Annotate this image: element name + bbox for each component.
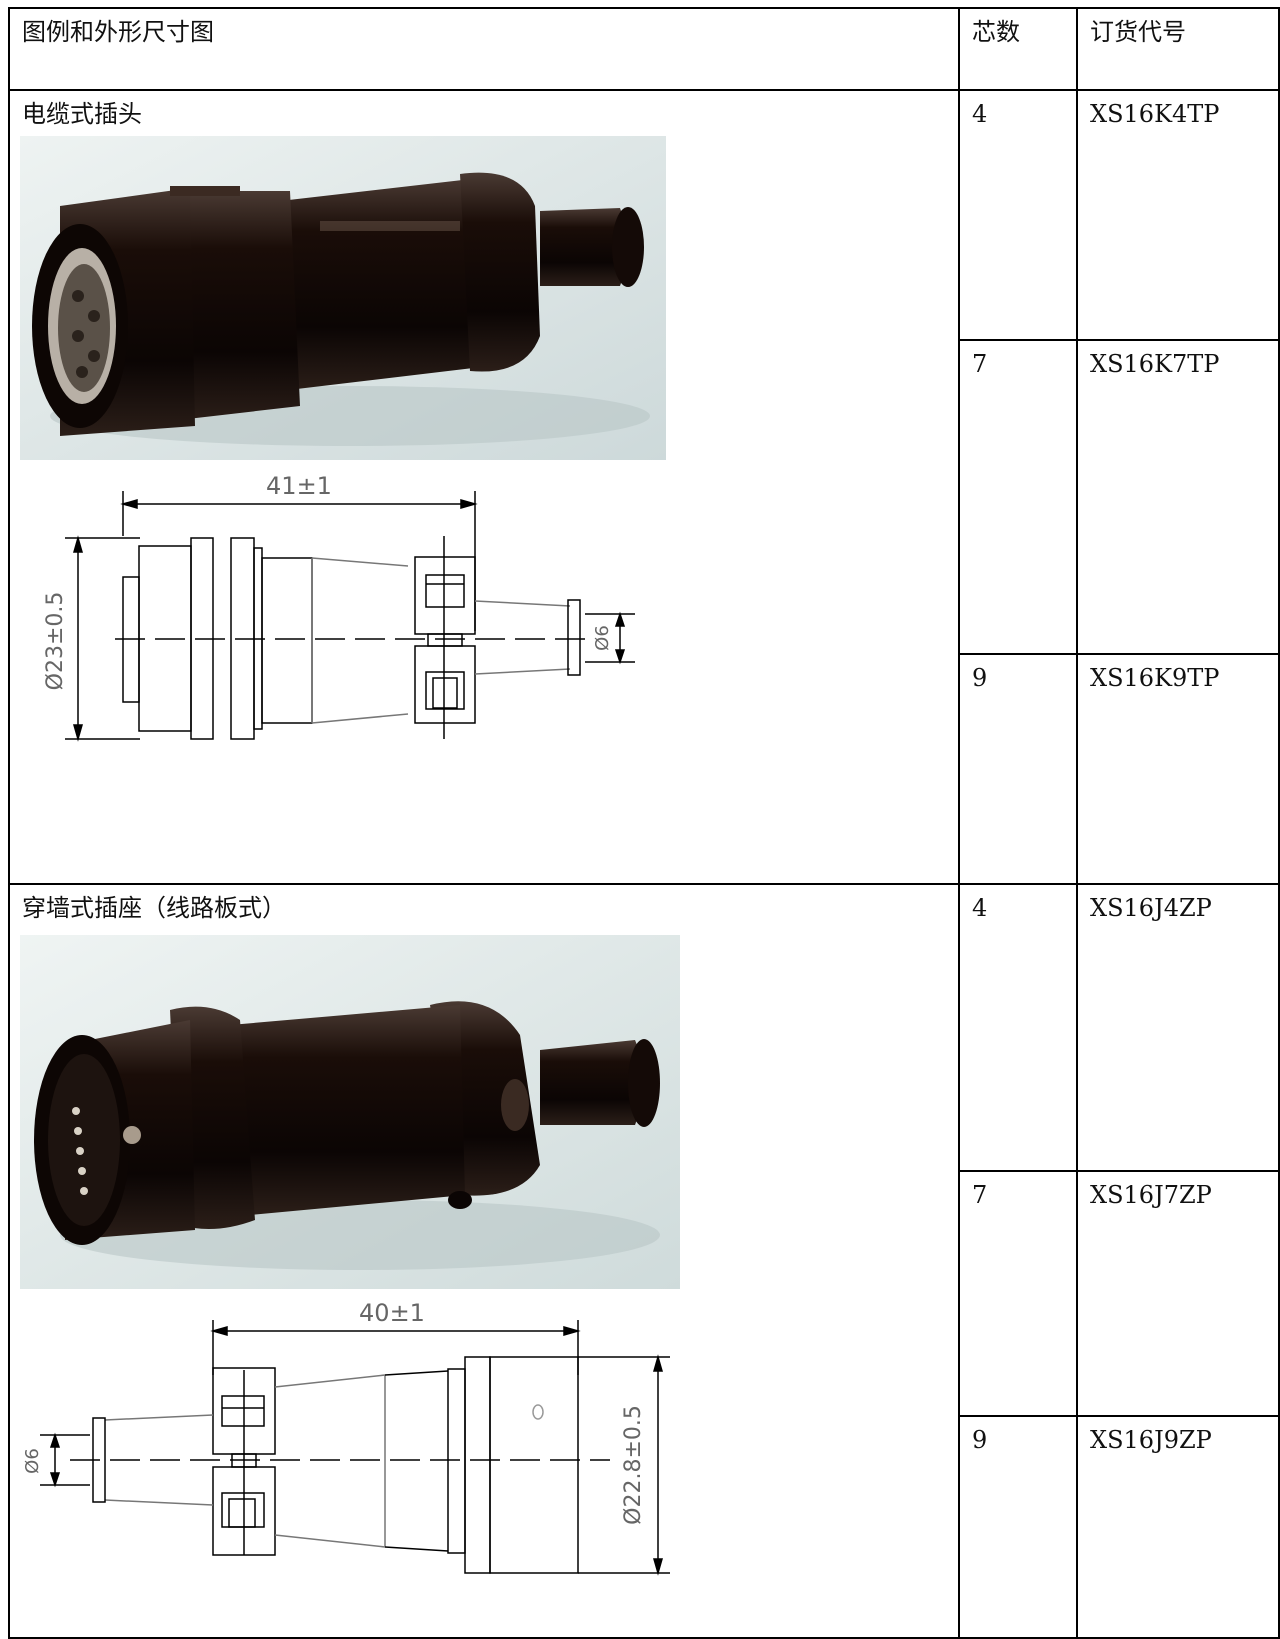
- header-cell-illustration: 图例和外形尺寸图: [8, 7, 960, 91]
- cores-cell: 7: [958, 339, 1078, 655]
- cores-value: 7: [972, 350, 988, 378]
- cable-plug-length-label: 41±1: [266, 472, 332, 500]
- table-row: 7 XS16J7ZP: [9, 1170, 1280, 1417]
- code-cell: XS16K9TP: [1076, 653, 1280, 885]
- cores-value: 7: [972, 1181, 988, 1209]
- cores-cell: 7: [958, 1170, 1078, 1417]
- code-cell: XS16K4TP: [1076, 89, 1280, 341]
- cores-value: 4: [972, 100, 988, 128]
- cores-value: 9: [972, 1426, 988, 1454]
- table-row: 9 XS16K9TP: [9, 653, 1280, 885]
- section-cell-cable-plug: 电缆式插头: [8, 89, 960, 885]
- header-cell-code: 订货代号: [1076, 7, 1280, 91]
- cores-value: 9: [972, 664, 988, 692]
- cable-plug-body-diameter-label: Ø23±0.5: [43, 592, 68, 691]
- table-row: 电缆式插头: [8, 89, 1280, 885]
- table-row: 7 XS16K7TP: [9, 339, 1280, 655]
- section-cell-wall-socket: 穿墙式插座（线路板式）: [8, 883, 960, 1639]
- product-table: 图例和外形尺寸图 芯数 订货代号 电缆式插头: [8, 7, 1280, 1639]
- section-title: 电缆式插头: [22, 100, 142, 128]
- cores-cell: 9: [958, 653, 1078, 885]
- code-cell: XS16J4ZP: [1076, 883, 1280, 1172]
- cable-plug-photo: [20, 136, 666, 460]
- order-code: XS16K7TP: [1090, 350, 1220, 378]
- wall-socket-photo: [20, 935, 680, 1289]
- header-code-label: 订货代号: [1090, 18, 1186, 46]
- cores-cell: 4: [958, 89, 1078, 341]
- wall-socket-length-label: 40±1: [359, 1299, 425, 1327]
- section-title: 穿墙式插座（线路板式）: [22, 894, 286, 922]
- cable-plug-tail-diameter-label: Ø6: [592, 625, 613, 651]
- order-code: XS16J7ZP: [1090, 1181, 1212, 1209]
- table-row: 穿墙式插座（线路板式）: [8, 883, 1280, 1639]
- header-cell-cores: 芯数: [958, 7, 1078, 91]
- header-cores-label: 芯数: [972, 18, 1020, 46]
- cores-value: 4: [972, 894, 988, 922]
- order-code: XS16K9TP: [1090, 664, 1220, 692]
- code-cell: XS16J7ZP: [1076, 1170, 1280, 1417]
- header-illustration-label: 图例和外形尺寸图: [22, 18, 214, 46]
- order-code: XS16J4ZP: [1090, 894, 1212, 922]
- cable-plug-dimension-drawing: 41±1 Ø23±0.5 Ø6: [43, 472, 635, 742]
- cores-cell: 4: [958, 883, 1078, 1172]
- wall-socket-tail-diameter-label: Ø6: [22, 1448, 43, 1474]
- code-cell: XS16J9ZP: [1076, 1415, 1280, 1639]
- table-row: 9 XS16J9ZP: [9, 1415, 1280, 1639]
- order-code: XS16K4TP: [1090, 100, 1220, 128]
- cores-cell: 9: [958, 1415, 1078, 1639]
- code-cell: XS16K7TP: [1076, 339, 1280, 655]
- wall-socket-dimension-drawing: 40±1 Ø22.8±0.5 Ø6: [22, 1299, 670, 1576]
- wall-socket-body-diameter-label: Ø22.8±0.5: [621, 1405, 646, 1525]
- table-header-row: 图例和外形尺寸图 芯数 订货代号: [8, 7, 1280, 91]
- order-code: XS16J9ZP: [1090, 1426, 1212, 1454]
